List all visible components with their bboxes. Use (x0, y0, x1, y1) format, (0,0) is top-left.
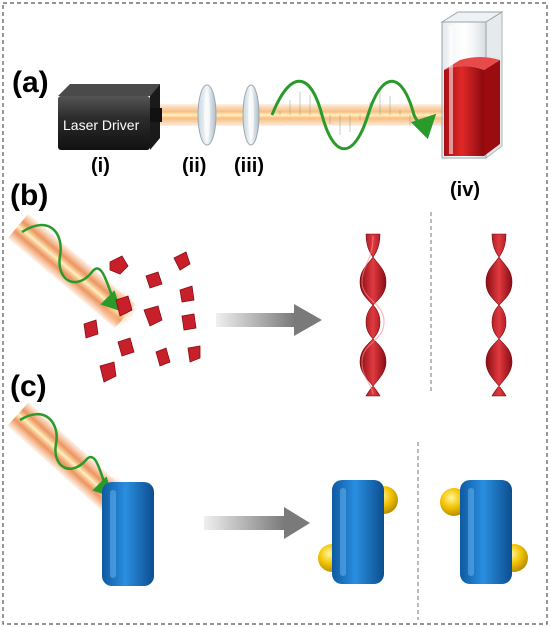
panel-c-label: (c) (10, 370, 47, 403)
panel-a: (a) Laser Driver (12, 11, 504, 201)
helix-structure-left (359, 233, 387, 397)
optical-element-iii (242, 84, 260, 146)
nanorod-gold-variant-2 (440, 480, 528, 584)
nanorod-gold-variant-1 (318, 480, 398, 584)
panel-a-label: (a) (12, 66, 49, 99)
process-arrow-icon-b (216, 304, 322, 336)
label-optical-element-iii: (iii) (234, 155, 264, 177)
nanorod-bare (102, 482, 154, 586)
panel-b-label: (b) (10, 179, 48, 212)
process-arrow-icon-c (204, 507, 310, 539)
cuvette-icon (440, 11, 504, 159)
label-cuvette: (iv) (450, 179, 480, 201)
label-laser-driver: (i) (91, 155, 110, 177)
label-optical-element-ii: (ii) (182, 155, 206, 177)
laser-driver-icon: Laser Driver (58, 84, 162, 150)
circular-polarization-wave-icon (270, 80, 437, 150)
panel-c: (c) (7, 370, 528, 620)
optical-element-ii (197, 84, 217, 146)
nanoparticle-cluster (83, 251, 201, 383)
panel-b: (b) (7, 179, 513, 397)
laser-driver-text: Laser Driver (63, 117, 140, 133)
helix-structure-right (485, 233, 513, 397)
